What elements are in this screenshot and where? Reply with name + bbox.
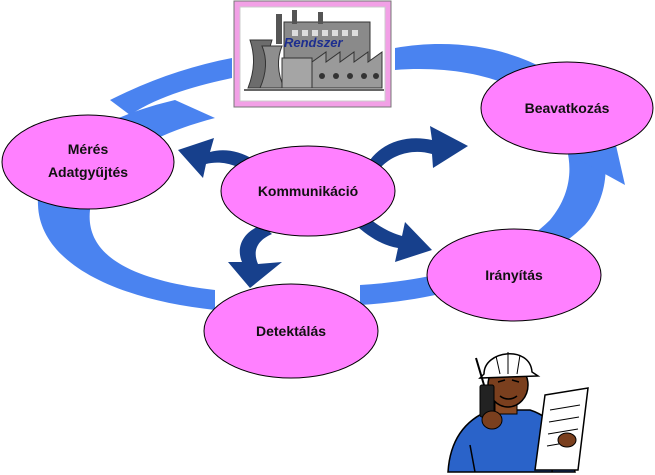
node-beavatkozas: Beavatkozás bbox=[480, 61, 654, 155]
node-beavatkozas-label: Beavatkozás bbox=[525, 100, 610, 116]
node-meres-line2: Adatgyűjtés bbox=[48, 164, 128, 180]
node-kommunikacio-label: Kommunikáció bbox=[258, 183, 358, 199]
node-iranyitas-label: Irányítás bbox=[485, 267, 543, 283]
node-detektalas: Detektálás bbox=[203, 283, 379, 379]
node-kommunikacio: Kommunikáció bbox=[220, 145, 396, 237]
node-detektalas-label: Detektálás bbox=[256, 323, 326, 339]
system-label: Rendszer bbox=[284, 35, 343, 50]
node-meres-line1: Mérés bbox=[68, 141, 109, 157]
system-box: Rendszer bbox=[233, 0, 392, 108]
node-iranyitas: Irányítás bbox=[426, 228, 602, 322]
factory-icon bbox=[244, 10, 384, 91]
engineer-with-radio-icon bbox=[447, 352, 589, 473]
comm-arrows bbox=[178, 126, 468, 288]
node-meres: Mérés Adatgyűjtés bbox=[1, 114, 175, 210]
